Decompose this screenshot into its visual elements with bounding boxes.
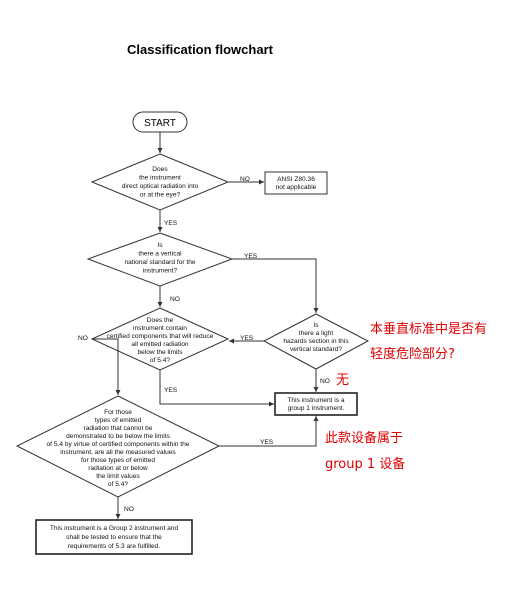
annotation-group1: 此款设备属于 group 1 设备 [325, 430, 405, 472]
annotation-none: 无 [336, 373, 349, 388]
text-line: instrument, are all the measured values [60, 449, 176, 456]
text-line: or at the eye? [140, 192, 181, 199]
page-title: Classification flowchart [127, 42, 273, 57]
label-yes-d5: YES [260, 439, 274, 446]
text-line: requirements of 5.3 are fulfilled. [68, 543, 161, 550]
label-yes-d4: YES [240, 335, 254, 342]
text-line: of 5.4? [150, 357, 170, 364]
start-node: START [132, 111, 188, 133]
text-line: there a light [299, 330, 334, 337]
text-line: demonstrated to be below the limits [66, 433, 170, 440]
text-line: radiation at or below [88, 465, 148, 472]
arrow-d3-no [92, 338, 121, 395]
label-yes-d1: YES [164, 220, 178, 227]
text-line: 本垂直标准中是否有 [370, 322, 487, 337]
text-line: group 1 设备 [325, 456, 405, 472]
text-line: the instrument [139, 175, 181, 182]
text-line: 轻度危险部分? [370, 346, 455, 362]
group2-text: This instrument is a Group 2 instrument … [50, 525, 179, 550]
text-line: 此款设备属于 [325, 430, 403, 446]
label-no-d4: NO [320, 378, 330, 385]
arrow-d3-yes [159, 370, 274, 407]
text-line: certified components that will reduce [107, 333, 214, 340]
label-no-d5: NO [124, 506, 134, 513]
text-line: This instrument is a Group 2 instrument … [50, 525, 179, 532]
group2-box: This instrument is a Group 2 instrument … [35, 519, 193, 555]
arrow-d5-yes [219, 416, 319, 447]
text-line: vertical standard? [290, 346, 342, 353]
text-line: Is [313, 322, 319, 329]
text-line: not applicable [276, 184, 317, 191]
label-yes-d3: YES [164, 387, 178, 394]
text-line: instrument? [143, 268, 178, 275]
label-yes-d2: YES [244, 253, 258, 260]
text-line: of 5.4? [108, 481, 128, 488]
text-line: below the limits [137, 349, 183, 356]
connectors [92, 132, 319, 519]
text-line: hazards section in this [283, 338, 349, 345]
text-line: radiation that cannot be [84, 425, 153, 432]
label-no-d2: NO [170, 296, 180, 303]
text-line: For those [104, 409, 132, 416]
text-line: of 5.4 by virtue of certified components… [47, 441, 190, 448]
text-line: instrument contain [133, 325, 187, 332]
label-no-d3: NO [78, 335, 88, 342]
text-line: group 1 instrument. [288, 405, 345, 412]
text-line: shall be tested to ensure that the [66, 534, 162, 541]
text-line: there a vertical [138, 251, 182, 258]
text-line: for those types of emitted [81, 457, 155, 464]
text-line: direct optical radiation into [122, 183, 199, 190]
start-label: START [144, 118, 176, 129]
text-line: ANSI Z80.36 [277, 176, 315, 183]
text-line: This instrument is a [287, 397, 344, 404]
text-line: national standard for the [124, 259, 195, 266]
text-line: Does the [147, 317, 174, 324]
text-line: the limit values [96, 473, 140, 480]
text-line: Is [157, 242, 163, 249]
text-line: Does [152, 166, 168, 173]
arrow-d2-yes [232, 258, 319, 313]
text-line: types of emitted [95, 417, 142, 424]
label-no-d1: NO [240, 176, 250, 183]
annotation-question: 本垂直标准中是否有轻度危险部分? [370, 322, 487, 362]
text-line: all emitted radiation [131, 341, 189, 348]
